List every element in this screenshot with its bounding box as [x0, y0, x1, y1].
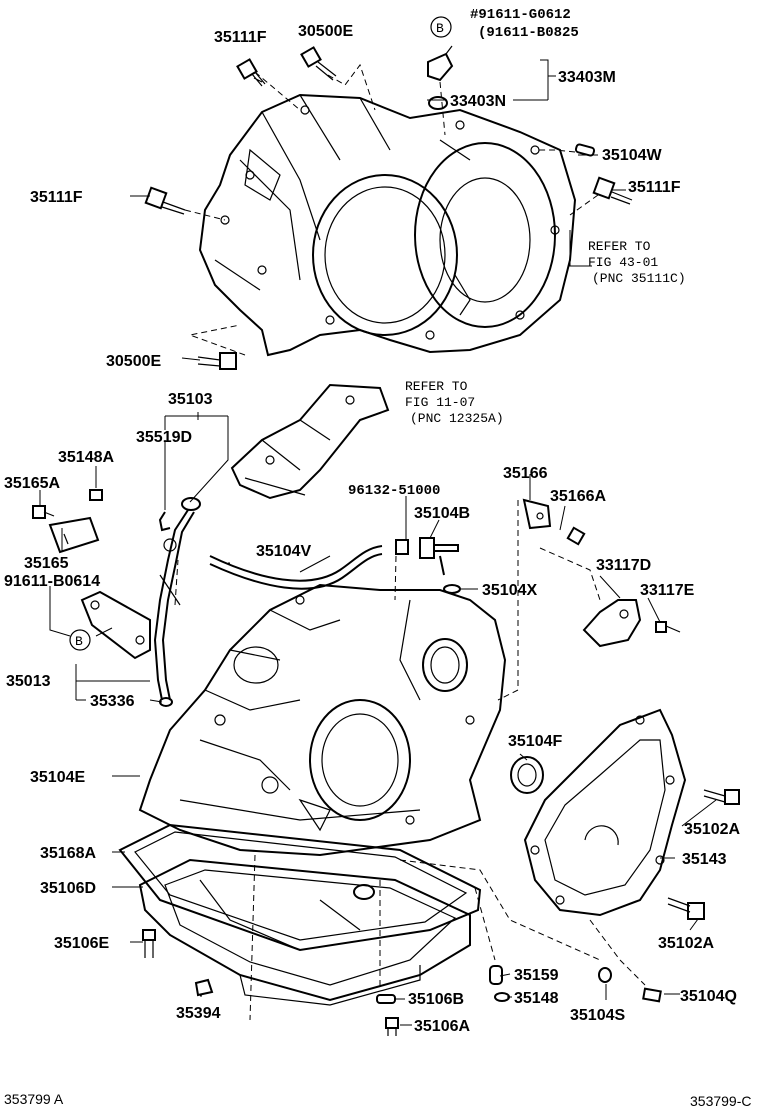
label-35104E: 35104E — [30, 769, 85, 786]
transaxle-housing — [198, 93, 577, 357]
label-35102A-upper: 35102A — [684, 821, 740, 838]
label-35148: 35148 — [514, 990, 559, 1007]
bolt-35166A — [566, 526, 586, 546]
label-35111F-right: 35111F — [628, 179, 681, 196]
label-35148A: 35148A — [58, 449, 114, 466]
label-35519D: 35519D — [136, 429, 192, 446]
dipstick-guide — [158, 511, 171, 532]
label-35106A: 35106A — [414, 1018, 470, 1035]
bolt-33117E — [655, 621, 681, 633]
label-35336: 35336 — [90, 693, 135, 710]
label-35104X: 35104X — [482, 582, 537, 599]
bolt-35111F-top — [236, 58, 266, 87]
bolt-35102A-lower — [667, 897, 705, 920]
label-30500E-top: 30500E — [298, 23, 353, 40]
label-note-b: (91611-B0825 — [478, 25, 579, 41]
label-ref1-c: (PNC 35111C) — [592, 271, 686, 286]
label-35106D: 35106D — [40, 880, 96, 897]
magnet-35394 — [194, 978, 214, 997]
gasket-35148 — [494, 992, 510, 1002]
plate-35166 — [522, 498, 552, 530]
label-35106B: 35106B — [408, 991, 464, 1008]
label-35166: 35166 — [503, 465, 548, 482]
oil-pan-35106D — [138, 858, 471, 1006]
footer-left-code: 353799 A — [4, 1091, 64, 1107]
marker-b-top-text: B — [436, 21, 444, 36]
label-35111F-left: 35111F — [30, 189, 83, 206]
label-35104W: 35104W — [602, 147, 662, 164]
hose-35104V — [209, 545, 383, 590]
marker-b-left: B — [69, 629, 91, 651]
sensor-33403M — [427, 45, 454, 82]
label-33117E: 33117E — [640, 582, 695, 599]
plug-35104Q — [642, 987, 662, 1003]
oil-seal-35104F — [510, 756, 544, 794]
union-35104B — [419, 537, 459, 576]
pin-35104W — [574, 143, 596, 157]
label-33117D: 33117D — [596, 557, 651, 574]
marker-b-top: B — [430, 16, 452, 38]
gasket-35168A — [118, 823, 482, 952]
label-96132-51000: 96132-51000 — [348, 483, 440, 499]
label-35103: 35103 — [168, 391, 213, 408]
oring-33403N — [428, 96, 448, 110]
side-cover-35143 — [523, 708, 687, 917]
clamp-35148A — [89, 489, 103, 501]
label-35111F-top: 35111F — [214, 29, 267, 46]
label-35104Q: 35104Q — [680, 988, 737, 1005]
label-ref2-c: (PNC 12325A) — [410, 411, 504, 426]
bolt-35111F-right — [592, 176, 633, 205]
label-35165: 35165 — [24, 555, 69, 572]
bolt-35165A — [32, 505, 55, 519]
label-35143: 35143 — [682, 851, 727, 868]
label-35166A: 35166A — [550, 488, 606, 505]
bolt-35106A — [385, 1017, 399, 1036]
label-35165A: 35165A — [4, 475, 60, 492]
label-ref1-b: FIG 43-01 — [588, 255, 658, 270]
label-35104B: 35104B — [414, 505, 470, 522]
label-ref2-a: REFER TO — [405, 379, 468, 394]
label-91611-B0614: 91611-B0614 — [4, 573, 100, 590]
label-ref1-a: REFER TO — [588, 239, 651, 254]
drain-bolt-35106E — [142, 929, 156, 958]
label-35013: 35013 — [6, 673, 51, 690]
label-35106E: 35106E — [54, 935, 109, 952]
label-33403M: 33403M — [558, 69, 616, 86]
bolt-30500E-top — [300, 46, 337, 81]
bracket-33117D — [582, 599, 642, 648]
label-35159: 35159 — [514, 967, 559, 984]
bolt-35102A-upper — [703, 789, 740, 805]
footer-right-code: 353799-C — [690, 1093, 752, 1109]
leader-lines — [39, 59, 717, 1026]
transaxle-case — [138, 583, 507, 857]
clip-35165 — [48, 516, 100, 554]
plug-96132 — [395, 539, 409, 555]
label-33403N: 33403N — [450, 93, 506, 110]
plug-35106B — [376, 994, 396, 1004]
bolt-30500E-bottom — [197, 352, 237, 370]
label-35104F: 35104F — [508, 733, 562, 750]
label-35102A-lower: 35102A — [658, 935, 714, 952]
label-35394: 35394 — [176, 1005, 221, 1022]
label-ref2-b: FIG 11-07 — [405, 395, 475, 410]
label-35104V: 35104V — [256, 543, 311, 560]
part-labels: 35111F 30500E #91611-G0612 (91611-B0825 … — [4, 7, 740, 1035]
label-35104S: 35104S — [570, 1007, 625, 1024]
marker-b-left-text: B — [75, 634, 83, 649]
bracket-91611 — [80, 590, 151, 660]
oring-35104S — [598, 967, 612, 983]
label-30500E-bottom: 30500E — [106, 353, 161, 370]
label-35168A: 35168A — [40, 845, 96, 862]
bolt-35111F-left — [144, 186, 186, 215]
bracket-refer-fig-11-07 — [230, 383, 390, 500]
label-note-a: #91611-G0612 — [470, 7, 571, 23]
strainer-35159 — [489, 965, 503, 985]
